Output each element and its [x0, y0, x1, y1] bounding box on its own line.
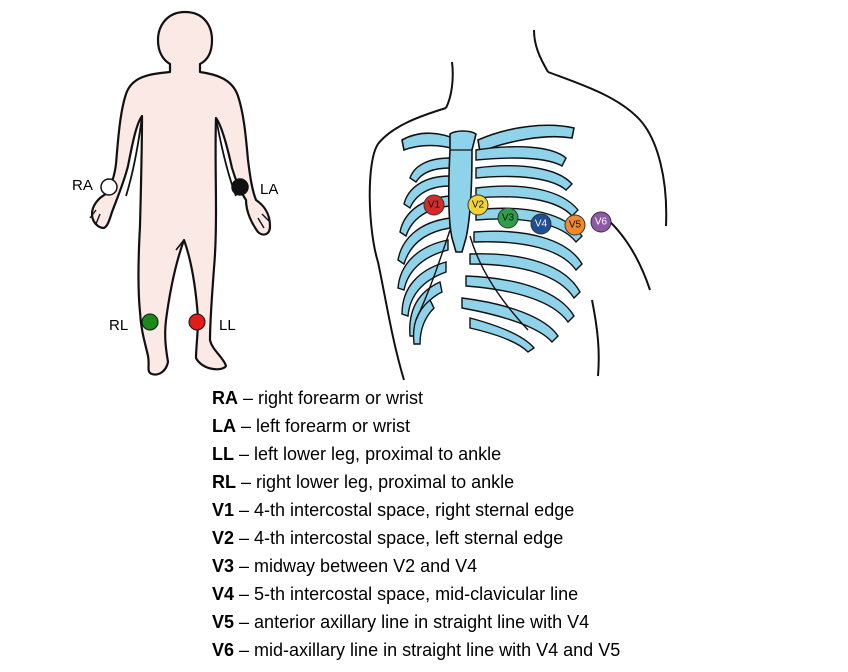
ll-electrode [188, 313, 206, 331]
rl-electrode [141, 313, 159, 331]
costal-margin-left [415, 229, 451, 321]
legend-text: – 4-th intercostal space, left sternal e… [234, 528, 564, 548]
v2-label: V2 [472, 200, 485, 211]
legend-text: – right lower leg, proximal to ankle [236, 472, 515, 492]
v1-electrode [423, 194, 445, 216]
v5-electrode [564, 214, 586, 236]
legend-text: – 5-th intercostal space, mid-clavicular… [234, 584, 579, 604]
right-hand-fingers [89, 209, 101, 225]
legend-text: – left lower leg, proximal to ankle [234, 444, 502, 464]
electrode-legend: RA – right forearm or wrist LA – left fo… [212, 384, 832, 664]
legend-row-rl: RL – right lower leg, proximal to ankle [212, 468, 832, 496]
legend-row-v1: V1 – 4-th intercostal space, right stern… [212, 496, 832, 524]
body-silhouette [90, 10, 272, 376]
v3-label: V3 [502, 213, 515, 224]
neck-right [533, 29, 549, 73]
la-label: LA [260, 181, 278, 198]
chest-figure: V1 V2 V3 V4 V5 V6 [368, 29, 668, 381]
shoulder-right [547, 71, 668, 227]
legend-row-v3: V3 – midway between V2 and V4 [212, 552, 832, 580]
legend-code: V4 [212, 584, 235, 604]
v1-label: V1 [428, 200, 441, 211]
legs-inner [175, 239, 185, 251]
v6-label: V6 [595, 217, 608, 228]
v3-electrode [497, 207, 519, 229]
legend-text: – mid-axillary line in straight line wit… [234, 640, 621, 660]
legend-row-v5: V5 – anterior axillary line in straight … [212, 608, 832, 636]
legend-row-ra: RA – right forearm or wrist [212, 384, 832, 412]
ra-label: RA [72, 177, 93, 194]
legend-row-la: LA – left forearm or wrist [212, 412, 832, 440]
ll-label: LL [219, 317, 236, 334]
ribs-right [461, 146, 583, 353]
legend-row-v4: V4 – 5-th intercostal space, mid-clavicu… [212, 580, 832, 608]
rl-label: RL [109, 317, 128, 334]
legend-code: LL [212, 444, 234, 464]
v6-electrode [590, 211, 612, 233]
v4-label: V4 [535, 219, 548, 230]
legend-text: – midway between V2 and V4 [234, 556, 478, 576]
right-arm-inner [125, 115, 143, 197]
right-clavicle [477, 124, 575, 154]
legend-code: RL [212, 472, 236, 492]
v2-electrode [467, 194, 489, 216]
la-electrode [231, 178, 249, 196]
right-armpit [605, 217, 651, 291]
left-hand-fingers [257, 213, 271, 229]
legend-text: – right forearm or wrist [238, 388, 424, 408]
ra-electrode [100, 178, 118, 196]
legend-code: V2 [212, 528, 235, 548]
legend-code: V5 [212, 612, 235, 632]
legend-code: RA [212, 388, 238, 408]
shoulder-left [368, 107, 447, 381]
v4-electrode [530, 213, 552, 235]
legend-text: – left forearm or wrist [236, 416, 411, 436]
neck-left [445, 61, 454, 109]
v5-label: V5 [569, 220, 582, 231]
legend-row-v2: V2 – 4-th intercostal space, left sterna… [212, 524, 832, 552]
right-flank [591, 299, 600, 377]
legend-code: LA [212, 416, 236, 436]
costal-margin-right [469, 235, 529, 331]
legend-code: V3 [212, 556, 235, 576]
legend-code: V1 [212, 500, 235, 520]
chest-electrodes: V1 V2 V3 V4 V5 V6 [423, 194, 612, 236]
legend-code: V6 [212, 640, 235, 660]
legend-text: – 4-th intercostal space, right sternal … [234, 500, 575, 520]
legend-text: – anterior axillary line in straight lin… [234, 612, 590, 632]
sternum [447, 130, 477, 253]
legend-row-ll: LL – left lower leg, proximal to ankle [212, 440, 832, 468]
body-figure: RA LA RL LL [72, 10, 278, 376]
legend-row-v6: V6 – mid-axillary line in straight line … [212, 636, 832, 664]
